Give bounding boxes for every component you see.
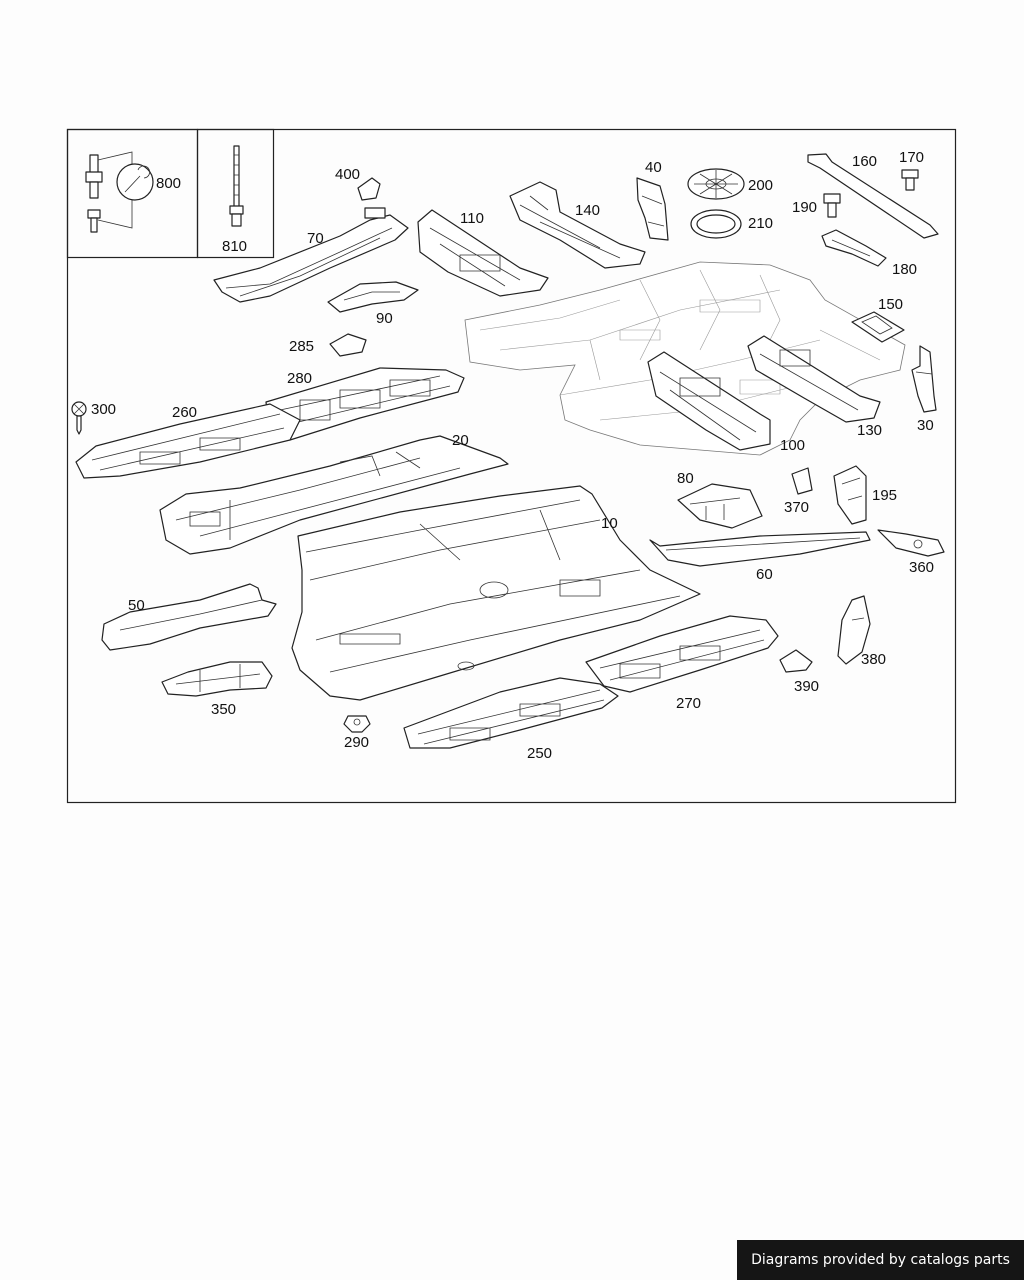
part-170-bolt — [901, 169, 919, 191]
label-50: 50 — [128, 597, 145, 614]
part-160-strap — [807, 153, 939, 239]
label-80: 80 — [677, 470, 694, 487]
diagram-frame — [66, 128, 957, 804]
part-800-fasteners — [85, 151, 154, 233]
part-200-cover — [687, 168, 745, 200]
label-390: 390 — [794, 678, 819, 695]
part-30-bracket — [911, 345, 937, 413]
part-400 — [357, 177, 381, 201]
part-360-bracket — [877, 529, 945, 557]
label-140: 140 — [575, 202, 600, 219]
label-270: 270 — [676, 695, 701, 712]
label-260: 260 — [172, 404, 197, 421]
part-130-crossmember — [747, 335, 881, 423]
part-40-bracket — [636, 177, 669, 241]
label-360: 360 — [909, 559, 934, 576]
part-190-bolt — [823, 193, 841, 218]
label-290: 290 — [344, 734, 369, 751]
part-290-nut — [343, 715, 371, 733]
label-810: 810 — [222, 238, 247, 255]
part-50-rail — [101, 583, 277, 651]
label-70: 70 — [307, 230, 324, 247]
part-100-crossmember — [647, 351, 771, 451]
label-300: 300 — [91, 401, 116, 418]
label-150: 150 — [878, 296, 903, 313]
label-280: 280 — [287, 370, 312, 387]
label-100: 100 — [780, 437, 805, 454]
part-210-ring — [690, 209, 742, 239]
label-30: 30 — [917, 417, 934, 434]
part-180-bracket — [821, 229, 887, 267]
attribution-badge: Diagrams provided by catalogs parts — [737, 1240, 1024, 1280]
part-390-pad — [779, 649, 813, 673]
label-20: 20 — [452, 432, 469, 449]
part-260-panel — [75, 403, 301, 479]
part-110-crossmember — [417, 209, 549, 297]
label-195: 195 — [872, 487, 897, 504]
label-40: 40 — [645, 159, 662, 176]
label-250: 250 — [527, 745, 552, 762]
part-90-bracket — [327, 281, 419, 313]
part-20-tunnel — [159, 435, 509, 555]
label-285: 285 — [289, 338, 314, 355]
label-400: 400 — [335, 166, 360, 183]
part-195-bracket — [833, 465, 867, 525]
part-150-grommet — [851, 311, 905, 343]
label-130: 130 — [857, 422, 882, 439]
label-160: 160 — [852, 153, 877, 170]
part-70-rail — [213, 207, 409, 303]
part-250-panel — [403, 677, 619, 749]
fastener-box-810 — [196, 128, 275, 259]
part-60-sill — [649, 531, 871, 567]
label-60: 60 — [756, 566, 773, 583]
part-140-member — [509, 181, 646, 269]
label-200: 200 — [748, 177, 773, 194]
part-285-pad — [329, 333, 367, 357]
part-10-floor-pan — [291, 485, 701, 701]
label-110: 110 — [460, 210, 484, 227]
label-180: 180 — [892, 261, 917, 278]
label-370: 370 — [784, 499, 809, 516]
part-350-bracket — [161, 661, 273, 697]
part-80-bracket — [677, 483, 763, 529]
label-210: 210 — [748, 215, 773, 232]
label-380: 380 — [861, 651, 886, 668]
part-270-panel — [585, 615, 779, 693]
part-labels: 800 810 400 70 110 140 40 200 210 160 17… — [91, 149, 934, 762]
label-190: 190 — [792, 199, 817, 216]
vehicle-floor-assembly-ghost — [464, 261, 906, 456]
label-10: 10 — [601, 515, 618, 532]
part-300-screw — [71, 401, 87, 435]
part-810-bolt — [229, 145, 244, 227]
label-800: 800 — [156, 175, 181, 192]
label-350: 350 — [211, 701, 236, 718]
label-90: 90 — [376, 310, 393, 327]
part-370-clip — [791, 467, 813, 495]
label-170: 170 — [899, 149, 924, 166]
part-380-bracket — [837, 595, 871, 665]
